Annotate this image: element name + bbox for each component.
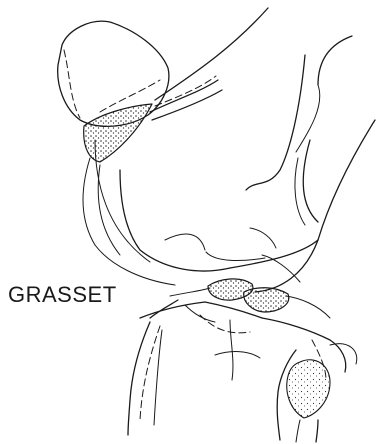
patellar-cartilage bbox=[84, 104, 152, 162]
fibula-outline bbox=[277, 340, 357, 442]
patellar-tendon bbox=[83, 76, 222, 285]
femur-outline bbox=[95, 8, 375, 292]
figure-label: GRASSET bbox=[8, 282, 117, 308]
